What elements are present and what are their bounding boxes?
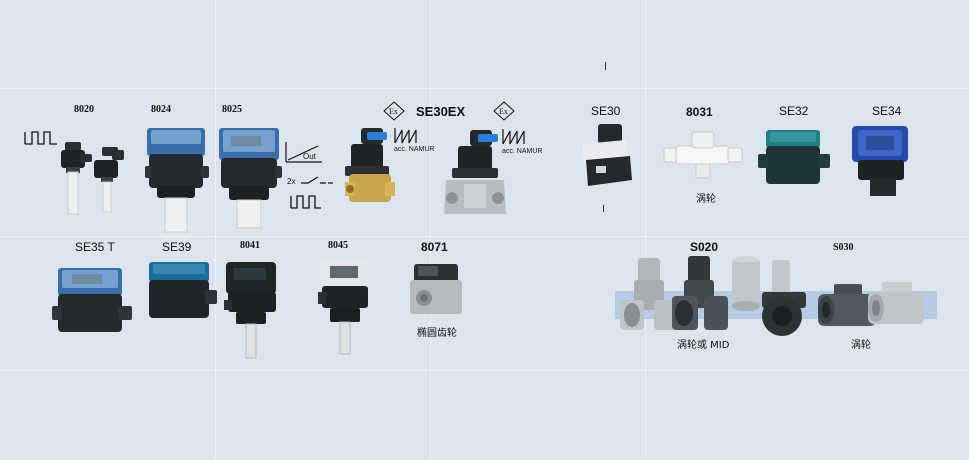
label-se30ex: SE30EX <box>416 104 466 119</box>
svg-text:Ex: Ex <box>499 107 508 116</box>
grid-line <box>0 236 969 237</box>
device-8071 <box>406 262 466 320</box>
pulse-signal-icon <box>24 128 58 146</box>
label-se32: SE32 <box>779 104 809 118</box>
label-8071: 8071 <box>421 240 448 254</box>
label-se39: SE39 <box>162 240 192 254</box>
explosion-proof-icon: Ex <box>383 101 405 121</box>
device-se30ex-brass <box>343 126 399 218</box>
device-8025 <box>215 126 283 230</box>
device-se39 <box>145 260 219 324</box>
caption-turbine-s030: 涡轮 <box>851 340 871 351</box>
device-8020-small <box>92 146 126 214</box>
tick-mark <box>603 205 604 212</box>
grid-line <box>215 0 216 460</box>
grid-line <box>430 0 431 460</box>
label-8045: 8045 <box>328 240 348 251</box>
device-s030-pvc <box>814 282 880 332</box>
label-namur-1: acc. NAMUR <box>394 146 435 153</box>
label-8020: 8020 <box>74 104 94 115</box>
label-8031: 8031 <box>686 105 713 119</box>
device-s020-steel-tee <box>618 256 678 336</box>
device-s020-steel-socket <box>728 254 764 312</box>
switch-icon <box>300 174 334 186</box>
device-se35t <box>50 266 134 336</box>
caption-turbine-or-mid: 涡轮或 MID <box>677 340 730 351</box>
sawtooth-signal-icon <box>502 127 530 145</box>
label-2x: 2x <box>287 177 296 186</box>
device-8024 <box>143 126 211 234</box>
analog-output-icon <box>284 140 324 164</box>
device-se30ex-steel <box>442 128 508 220</box>
label-se35t: SE35 T <box>75 240 115 254</box>
device-s020-saddle <box>758 258 810 338</box>
grid-line <box>0 88 969 89</box>
device-s020-pvc-tee <box>670 254 730 336</box>
label-se30: SE30 <box>591 104 621 118</box>
label-se34: SE34 <box>872 104 902 118</box>
device-se32 <box>756 128 832 190</box>
label-namur-2: acc. NAMUR <box>502 148 543 155</box>
device-s030-steel <box>864 280 928 330</box>
caption-oval-gear: 椭圆齿轮 <box>417 328 457 339</box>
svg-text:Ex: Ex <box>389 107 398 116</box>
tick-mark <box>605 62 606 70</box>
label-8041: 8041 <box>240 240 260 251</box>
explosion-proof-icon: Ex <box>493 101 515 121</box>
device-8045 <box>316 258 376 358</box>
label-s020: S020 <box>690 240 719 254</box>
sawtooth-signal-icon <box>394 126 422 144</box>
caption-turbine: 涡轮 <box>696 194 716 205</box>
grid-line <box>645 0 646 460</box>
label-8024: 8024 <box>151 104 171 115</box>
label-8025: 8025 <box>222 104 242 115</box>
grid-line <box>0 370 969 371</box>
label-s030: S030 <box>833 242 854 253</box>
device-8041 <box>222 260 282 360</box>
device-8020-large <box>58 140 94 216</box>
device-8031 <box>662 130 746 182</box>
label-out: Out <box>303 152 316 161</box>
pulse-signal-icon <box>290 192 322 210</box>
device-se30 <box>576 122 636 194</box>
device-se34 <box>850 124 914 198</box>
